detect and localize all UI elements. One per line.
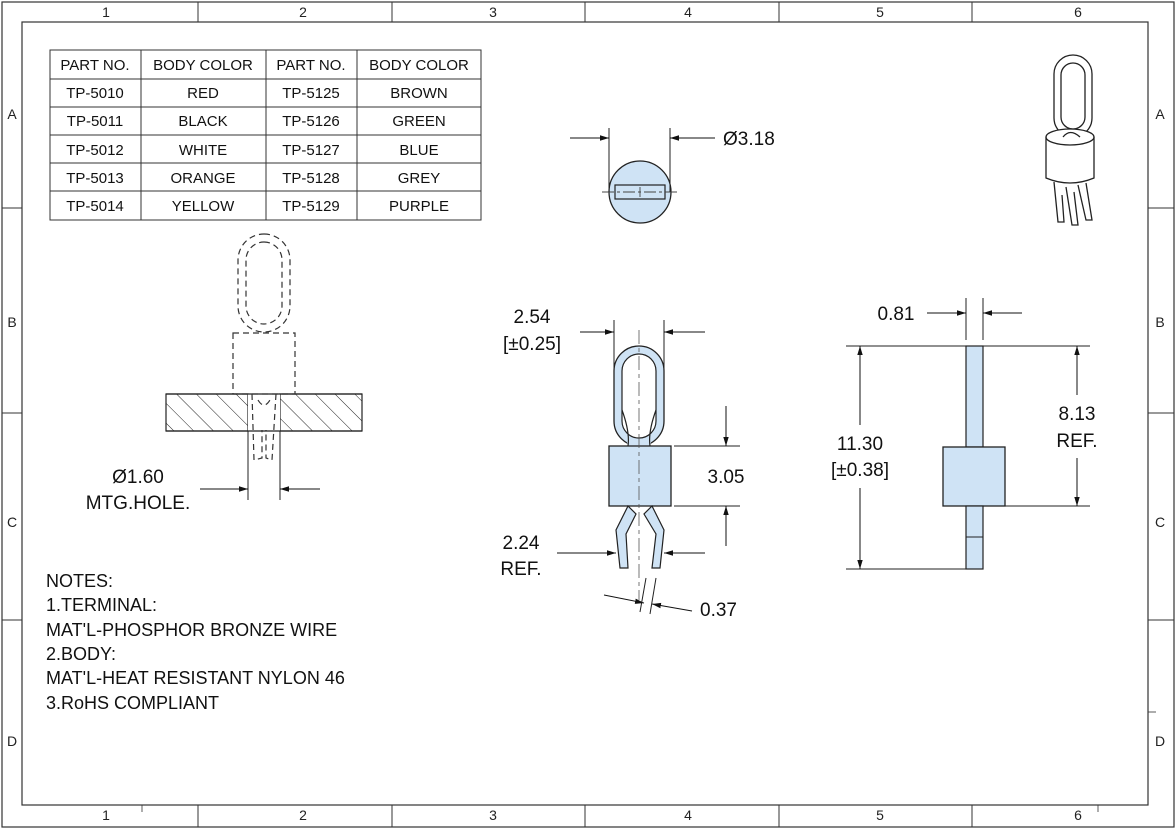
- table-cell: BLUE: [399, 142, 438, 159]
- table-cell: TP-5012: [66, 142, 124, 159]
- col-label-top: 5: [876, 4, 884, 20]
- part-color-table: PART NO. BODY COLOR PART NO. BODY COLOR …: [49, 49, 482, 221]
- table-cell: RED: [187, 85, 219, 102]
- table-header: PART NO.: [276, 57, 345, 74]
- table-cell: GREEN: [392, 113, 445, 130]
- row-label-right: A: [1155, 106, 1165, 122]
- table-cell: WHITE: [179, 142, 227, 159]
- table-header: BODY COLOR: [369, 57, 469, 74]
- notes-heading: NOTES:: [46, 571, 113, 591]
- dim-loop-width-tol: [±0.25]: [503, 334, 561, 355]
- table-cell: TP-5011: [67, 113, 123, 130]
- dim-overall-tol: [±0.38]: [831, 460, 889, 481]
- note-line: MAT'L-HEAT RESISTANT NYLON 46: [46, 668, 345, 688]
- table-cell: TP-5013: [66, 170, 124, 187]
- row-label-left: D: [7, 733, 17, 749]
- mounting-section-view: Ø1.60 MTG.HOLE.: [86, 233, 363, 514]
- table-cell: BROWN: [390, 85, 448, 102]
- table-cell: TP-5010: [66, 85, 124, 102]
- dim-hole-label: MTG.HOLE.: [86, 493, 191, 514]
- dim-upper: 8.13: [1059, 404, 1096, 425]
- table-cell: ORANGE: [170, 170, 235, 187]
- table-cell: PURPLE: [389, 198, 449, 215]
- note-line: 3.RoHS COMPLIANT: [46, 693, 219, 713]
- isometric-view: [1045, 54, 1095, 226]
- col-label-top: 1: [102, 4, 110, 20]
- front-view: 2.54 [±0.25] 3.05 2.24 REF. 0.37: [500, 307, 744, 621]
- dim-upper-ref: REF.: [1056, 431, 1097, 452]
- table-header: PART NO.: [60, 57, 129, 74]
- dim-leg-span-ref: REF.: [500, 559, 541, 580]
- col-label-bottom: 6: [1074, 807, 1082, 823]
- table-cell: TP-5125: [282, 85, 340, 102]
- col-label-top: 6: [1074, 4, 1082, 20]
- col-label-bottom: 5: [876, 807, 884, 823]
- row-label-left: B: [7, 314, 16, 330]
- zone-labels: 1 2 3 4 5 6 1 2 3 4 5 6 A B C D A B C D: [7, 4, 1165, 823]
- dim-loop-width: 2.54: [514, 307, 551, 328]
- table-cell: TP-5129: [282, 198, 340, 215]
- col-label-top: 3: [489, 4, 497, 20]
- dim-overall: 11.30: [837, 434, 883, 455]
- dim-leg-span: 2.24: [503, 533, 540, 554]
- col-label-bottom: 2: [299, 807, 307, 823]
- col-label-bottom: 4: [684, 807, 692, 823]
- row-label-right: D: [1155, 733, 1165, 749]
- side-body: [942, 446, 1006, 507]
- side-pin-upper: [965, 345, 984, 448]
- dim-hole-dia: Ø1.60: [112, 467, 164, 488]
- dim-body-height: 3.05: [708, 467, 745, 488]
- table-cell: TP-5127: [282, 142, 340, 159]
- table-cell: BLACK: [178, 113, 227, 130]
- side-view: 0.81 11.30 [±0.38] 8.13 REF.: [831, 298, 1098, 570]
- notes-block: NOTES: 1.TERMINAL: MAT'L-PHOSPHOR BRONZE…: [46, 571, 345, 713]
- row-label-left: A: [7, 106, 17, 122]
- col-label-top: 4: [684, 4, 692, 20]
- col-label-bottom: 1: [102, 807, 110, 823]
- table-cell: TP-5014: [66, 198, 124, 215]
- panel-section-right: [279, 393, 363, 432]
- row-label-right: B: [1155, 314, 1164, 330]
- front-leg-left: [615, 504, 637, 569]
- col-label-top: 2: [299, 4, 307, 20]
- table-cell: TP-5126: [282, 113, 340, 130]
- note-line: 1.TERMINAL:: [46, 595, 157, 615]
- front-body: [608, 445, 672, 507]
- top-view: Ø3.18: [570, 128, 775, 224]
- note-line: 2.BODY:: [46, 644, 116, 664]
- col-label-bottom: 3: [489, 807, 497, 823]
- panel-section-left: [165, 393, 249, 432]
- table-cell: YELLOW: [172, 198, 235, 215]
- table-cell: TP-5128: [282, 170, 340, 187]
- dim-wire: 0.37: [700, 600, 737, 621]
- row-label-right: C: [1155, 514, 1165, 530]
- row-label-left: C: [7, 514, 17, 530]
- front-leg-right: [643, 504, 665, 569]
- note-line: MAT'L-PHOSPHOR BRONZE WIRE: [46, 620, 337, 640]
- table-header: BODY COLOR: [153, 57, 253, 74]
- table-cell: GREY: [398, 170, 441, 187]
- dim-thickness: 0.81: [878, 304, 915, 325]
- dim-top-dia: Ø3.18: [723, 129, 775, 150]
